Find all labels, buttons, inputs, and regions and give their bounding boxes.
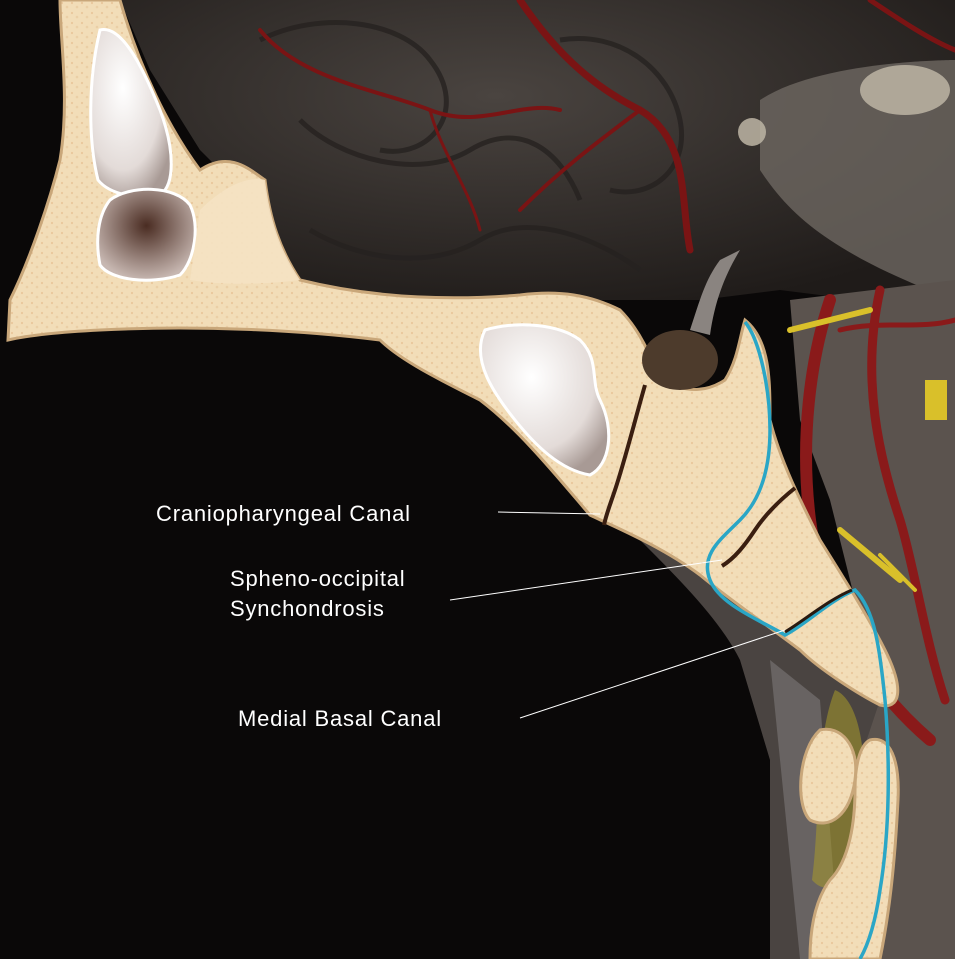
ethmoid-cell [98,189,196,280]
pituitary-gland [642,330,718,390]
mammillary-body [738,118,766,146]
pons [860,65,950,115]
label-spheno-occipital-line1: Spheno-occipital [230,566,405,591]
label-spheno-occipital-line2: Synchondrosis [230,596,385,621]
label-craniopharyngeal-canal: Craniopharyngeal Canal [156,501,411,526]
label-medial-basal-canal: Medial Basal Canal [238,706,442,731]
